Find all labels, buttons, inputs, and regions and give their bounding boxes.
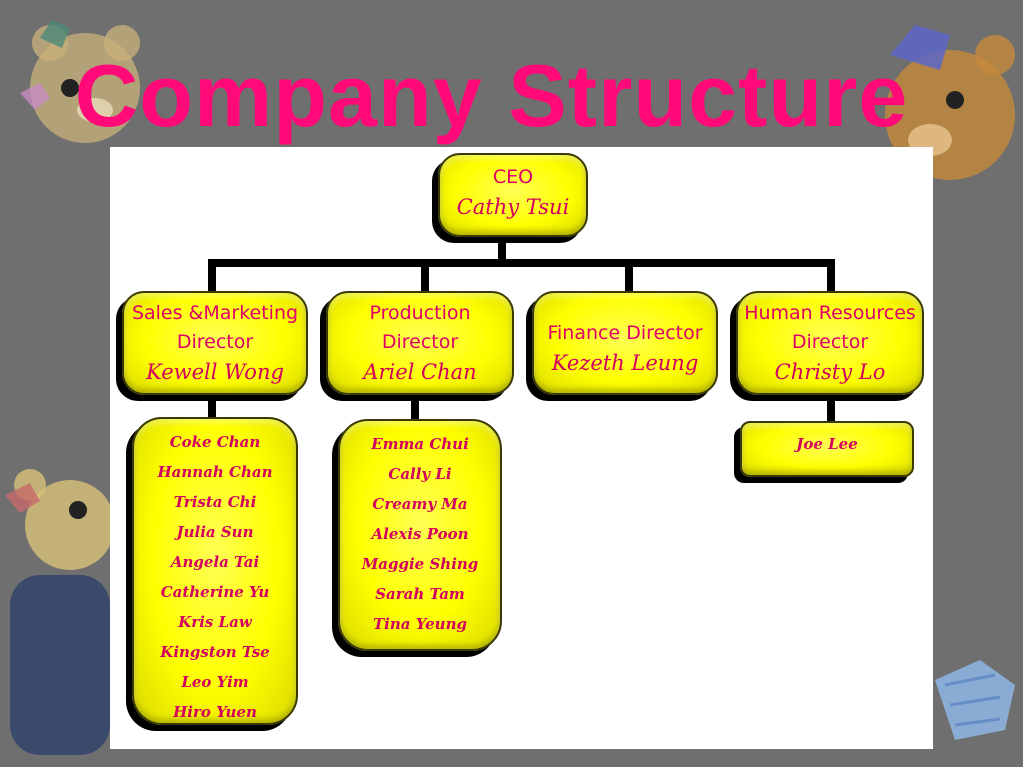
hr-director-name: Christy Lo xyxy=(774,360,886,384)
sales-team-member: Leo Yim xyxy=(181,673,249,691)
connector-horizontal xyxy=(208,259,835,267)
production-team-member: Sarah Tam xyxy=(375,585,465,603)
teddy-bear-bottom-right-icon xyxy=(935,660,1015,740)
ceo-role: CEO xyxy=(492,166,534,188)
production-team-member: Emma Chui xyxy=(371,435,469,453)
sales-team-member: Trista Chi xyxy=(173,493,257,511)
ceo-name: Cathy Tsui xyxy=(456,195,570,219)
finance-director-box: Finance Director Kezeth Leung xyxy=(532,291,718,395)
sales-team-box: Coke Chan Hannah Chan Trista Chi Julia S… xyxy=(132,417,298,725)
connector-sales xyxy=(208,259,216,291)
teddy-bear-top-left-icon xyxy=(20,20,140,143)
sales-team-member: Catherine Yu xyxy=(160,583,270,601)
sales-team-member: Kingston Tse xyxy=(160,643,270,661)
sales-director-name: Kewell Wong xyxy=(146,360,284,384)
production-role-line1: Production xyxy=(369,302,471,324)
hr-team-box: Joe Lee xyxy=(740,421,914,477)
production-director-name: Ariel Chan xyxy=(363,360,477,384)
sales-team-member: Hiro Yuen xyxy=(173,703,257,721)
sales-team-member: Kris Law xyxy=(178,613,252,631)
connector-production-team xyxy=(411,393,419,419)
sales-team-member: Hannah Chan xyxy=(157,463,273,481)
connector-ceo-down xyxy=(498,231,506,267)
hr-role-line2: Director xyxy=(791,331,869,353)
sales-team-member: Julia Sun xyxy=(176,523,254,541)
production-director-box: Production Director Ariel Chan xyxy=(326,291,514,395)
connector-hr xyxy=(827,259,835,291)
ceo-box: CEO Cathy Tsui xyxy=(438,153,588,237)
production-team-member: Cally Li xyxy=(388,465,452,483)
connector-hr-team xyxy=(827,393,835,421)
connector-finance xyxy=(625,259,633,291)
hr-role-line1: Human Resources xyxy=(744,302,916,324)
production-team-member: Maggie Shing xyxy=(361,555,479,573)
sales-director-box: Sales &Marketing Director Kewell Wong xyxy=(122,291,308,395)
sales-team-member: Coke Chan xyxy=(169,433,261,451)
org-chart-panel: CEO Cathy Tsui Sales &Marketing Director… xyxy=(110,147,933,749)
sales-team-member: Angela Tai xyxy=(170,553,260,571)
production-team-box: Emma Chui Cally Li Creamy Ma Alexis Poon… xyxy=(338,419,502,651)
connector-production xyxy=(421,259,429,291)
connector-sales-team xyxy=(208,393,216,419)
hr-team-member: Joe Lee xyxy=(796,435,858,453)
production-role-line2: Director xyxy=(381,331,459,353)
hr-director-box: Human Resources Director Christy Lo xyxy=(736,291,924,395)
slide-title: Company Structure xyxy=(74,46,909,145)
sales-role-line1: Sales &Marketing xyxy=(131,302,299,324)
finance-role: Finance Director xyxy=(547,322,703,344)
teddy-bear-left-icon xyxy=(5,469,115,755)
production-team-member: Tina Yeung xyxy=(373,615,467,633)
finance-director-name: Kezeth Leung xyxy=(551,351,699,375)
production-team-member: Creamy Ma xyxy=(372,495,468,513)
sales-role-line2: Director xyxy=(176,331,254,353)
production-team-member: Alexis Poon xyxy=(371,525,469,543)
